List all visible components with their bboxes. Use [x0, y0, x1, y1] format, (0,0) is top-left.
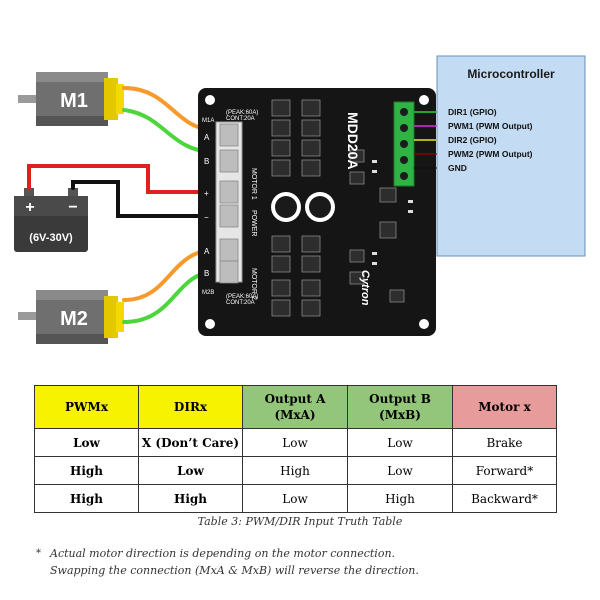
terminal-label-a1: A: [204, 133, 210, 142]
motor-2: M2: [18, 290, 124, 344]
board-cont-bot: CONT:20A: [226, 300, 255, 306]
header-dirx: DIRx: [138, 385, 243, 429]
cell: Forward*: [452, 456, 557, 485]
header-output-b-text: Output B (MxB): [369, 392, 431, 422]
footnote-marker: *: [36, 548, 41, 559]
terminal-m1a: M1A: [202, 118, 214, 124]
footnote: * Actual motor direction is depending on…: [36, 545, 419, 579]
table-header-row: PWMx DIRx Output A (MxA) Output B (MxB) …: [34, 385, 557, 429]
battery-black-wire: [71, 180, 217, 218]
mcu-title: Microcontroller: [467, 67, 555, 81]
board-brand: Cytron: [359, 270, 371, 306]
cell: High: [347, 484, 453, 513]
mcu-pin-pwm1: PWM1 (PWM Output): [448, 121, 533, 131]
terminal-m2b: M2B: [202, 290, 214, 296]
header-output-b: Output B (MxB): [347, 385, 453, 429]
footnote-line-1: Actual motor direction is depending on t…: [50, 547, 396, 560]
header-motor: Motor x: [452, 385, 557, 429]
cell: Backward*: [452, 484, 557, 513]
header-output-a-text: Output A (MxA): [264, 392, 326, 422]
terminal-label-b2: B: [204, 269, 209, 278]
motor-1-label: M1: [60, 90, 88, 112]
battery-minus: −: [68, 199, 77, 216]
board-motor2: MOTOR 2: [250, 268, 257, 300]
table-row: Low X (Don’t Care) Low Low Brake: [34, 428, 557, 457]
header-pwmx: PWMx: [34, 385, 139, 429]
battery-voltage: (6V-30V): [29, 232, 73, 244]
footnote-line-2: Swapping the connection (MxA & MxB) will…: [50, 564, 419, 577]
cell: Low: [242, 428, 348, 457]
cell: Low: [242, 484, 348, 513]
board-power: POWER: [250, 210, 257, 236]
terminal-label-b1: B: [204, 157, 209, 166]
cell: Brake: [452, 428, 557, 457]
cell: Low: [138, 456, 243, 485]
truth-table: PWMx DIRx Output A (MxA) Output B (MxB) …: [34, 385, 557, 513]
mcu-pin-dir2: DIR2 (GPIO): [448, 135, 497, 145]
driver-board: A B + − A B M1A M2B MOTOR 1 POWER MOTOR …: [198, 88, 436, 336]
battery-red-wire: [27, 164, 217, 194]
mcu-pin-gnd: GND: [448, 163, 467, 173]
mcu-pin-dir1: DIR1 (GPIO): [448, 107, 497, 117]
header-output-a: Output A (MxA): [242, 385, 348, 429]
cell: Low: [347, 428, 453, 457]
motor-1: M1: [18, 72, 124, 126]
cell: Low: [34, 428, 139, 457]
wiring-diagram: M1 M2 + − (6V-30V): [14, 55, 586, 344]
board-model: MDD20A: [345, 112, 361, 170]
cell: X (Don’t Care): [138, 428, 243, 457]
table-caption: Table 3: PWM/DIR Input Truth Table: [197, 515, 403, 528]
terminal-label-plus: +: [204, 189, 209, 198]
cell: High: [138, 484, 243, 513]
battery-plus: +: [25, 199, 34, 216]
board-peak-bot: (PEAK:60A): [226, 294, 258, 300]
microcontroller-box: Microcontroller DIR1 (GPIO) PWM1 (PWM Ou…: [436, 55, 586, 257]
cell: High: [34, 484, 139, 513]
cell: High: [242, 456, 348, 485]
board-motor1: MOTOR 1: [250, 168, 257, 200]
terminal-label-minus: −: [204, 213, 209, 222]
motor-2-label: M2: [60, 308, 88, 330]
cell: High: [34, 456, 139, 485]
board-cont-top: CONT:20A: [226, 116, 255, 122]
table-row: High Low High Low Forward*: [34, 456, 557, 485]
terminal-label-a2: A: [204, 247, 210, 256]
battery: + − (6V-30V): [14, 188, 88, 252]
table-row: High High Low High Backward*: [34, 484, 557, 513]
mcu-pin-pwm2: PWM2 (PWM Output): [448, 149, 533, 159]
board-peak-top: (PEAK:60A): [226, 110, 258, 116]
cell: Low: [347, 456, 453, 485]
